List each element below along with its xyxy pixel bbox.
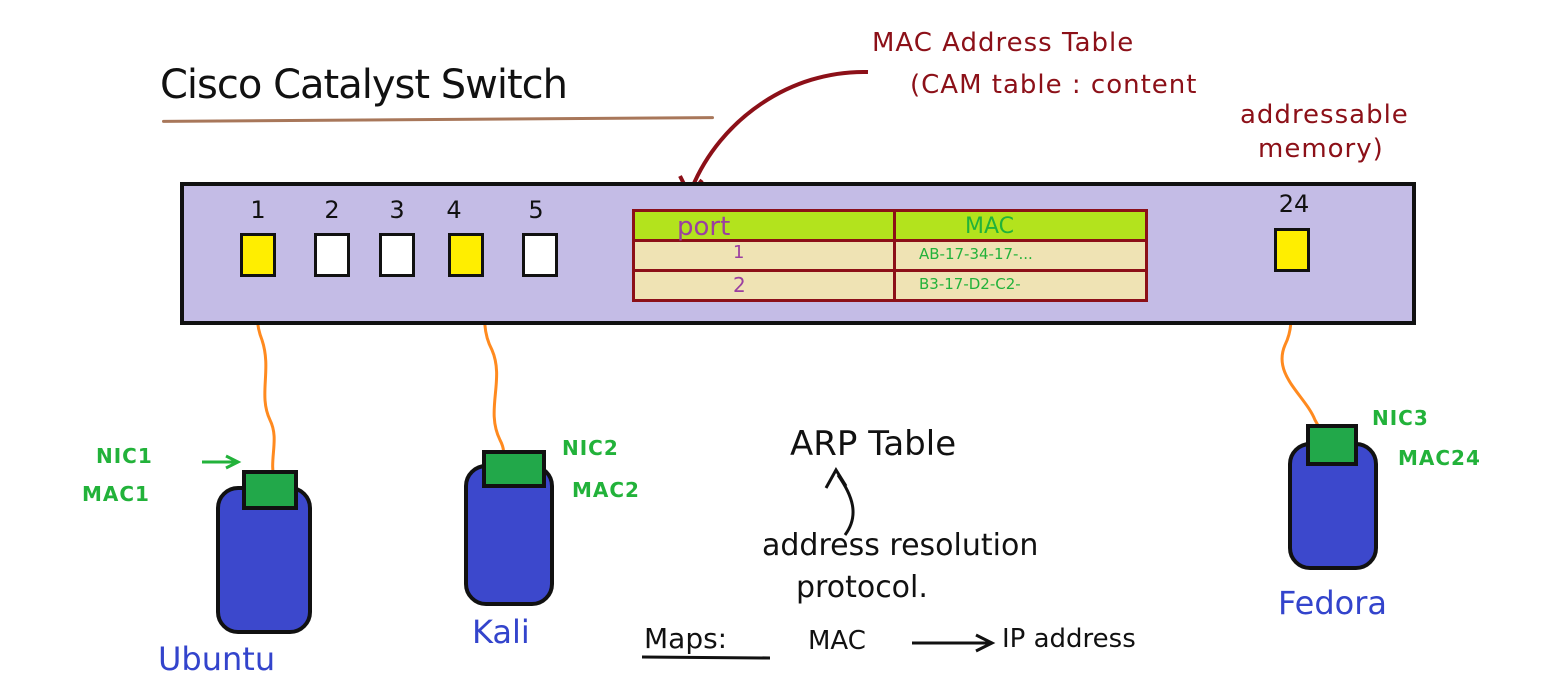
port-number-24: 24 [1278, 190, 1310, 218]
port-number-3: 3 [389, 196, 405, 224]
mac-table-row-divider [635, 269, 1145, 272]
port-24 [1274, 228, 1310, 272]
nic-kali [482, 450, 546, 488]
arp-arrow-head [824, 467, 848, 489]
mac-table-row2-mac: B3-17-D2-C2- [919, 275, 1021, 293]
mac-table-row2-port: 2 [733, 273, 746, 297]
cam-note-line1: MAC Address Table [872, 28, 1135, 58]
port-2 [314, 233, 350, 277]
nic-fedora [1306, 424, 1358, 466]
port-4 [448, 233, 484, 277]
mac-address-table: port MAC 1 AB-17-34-17-... 2 B3-17-D2-C2… [632, 209, 1148, 302]
cam-note-line3: addressable [1240, 100, 1409, 130]
arp-table-title: ARP Table [790, 424, 957, 464]
nic1-arrow [202, 454, 242, 470]
kali-mac-label: MAC2 [572, 478, 640, 502]
host-ubuntu-label: Ubuntu [158, 640, 276, 678]
diagram-title: Cisco Catalyst Switch [160, 62, 568, 108]
mac-table-header [635, 212, 1145, 242]
ubuntu-nic-label: NIC1 [96, 444, 153, 468]
port-3 [379, 233, 415, 277]
port-number-2: 2 [324, 196, 340, 224]
cam-arrow [690, 69, 869, 189]
fedora-nic-label: NIC3 [1372, 406, 1429, 430]
mac-table-header-mac: MAC [965, 214, 1015, 239]
cam-note-line4: memory) [1258, 134, 1384, 164]
mac-table-row1-mac: AB-17-34-17-... [919, 245, 1033, 263]
fedora-mac-label: MAC24 [1398, 446, 1481, 470]
mac-table-row1-port: 1 [733, 242, 745, 263]
maps-arrow [912, 633, 996, 653]
mac-table-header-port: port [677, 212, 731, 242]
maps-to: IP address [1002, 624, 1136, 654]
maps-underline [641, 655, 771, 660]
port-number-4: 4 [446, 196, 462, 224]
port-5 [522, 233, 558, 277]
maps-label: Maps: [644, 622, 728, 655]
port-1 [240, 233, 276, 277]
arp-expansion-line1: address resolution [762, 528, 1039, 563]
maps-from: MAC [808, 626, 866, 656]
arp-expansion-line2: protocol. [796, 570, 928, 605]
port-number-1: 1 [250, 196, 266, 224]
mac-table-divider [893, 212, 896, 299]
kali-nic-label: NIC2 [562, 436, 619, 460]
cam-note-line2: (CAM table : content [910, 70, 1198, 100]
nic-ubuntu [242, 470, 298, 510]
port-number-5: 5 [528, 196, 544, 224]
host-fedora-label: Fedora [1278, 584, 1387, 622]
host-kali-label: Kali [472, 613, 530, 651]
ubuntu-mac-label: MAC1 [82, 482, 150, 506]
